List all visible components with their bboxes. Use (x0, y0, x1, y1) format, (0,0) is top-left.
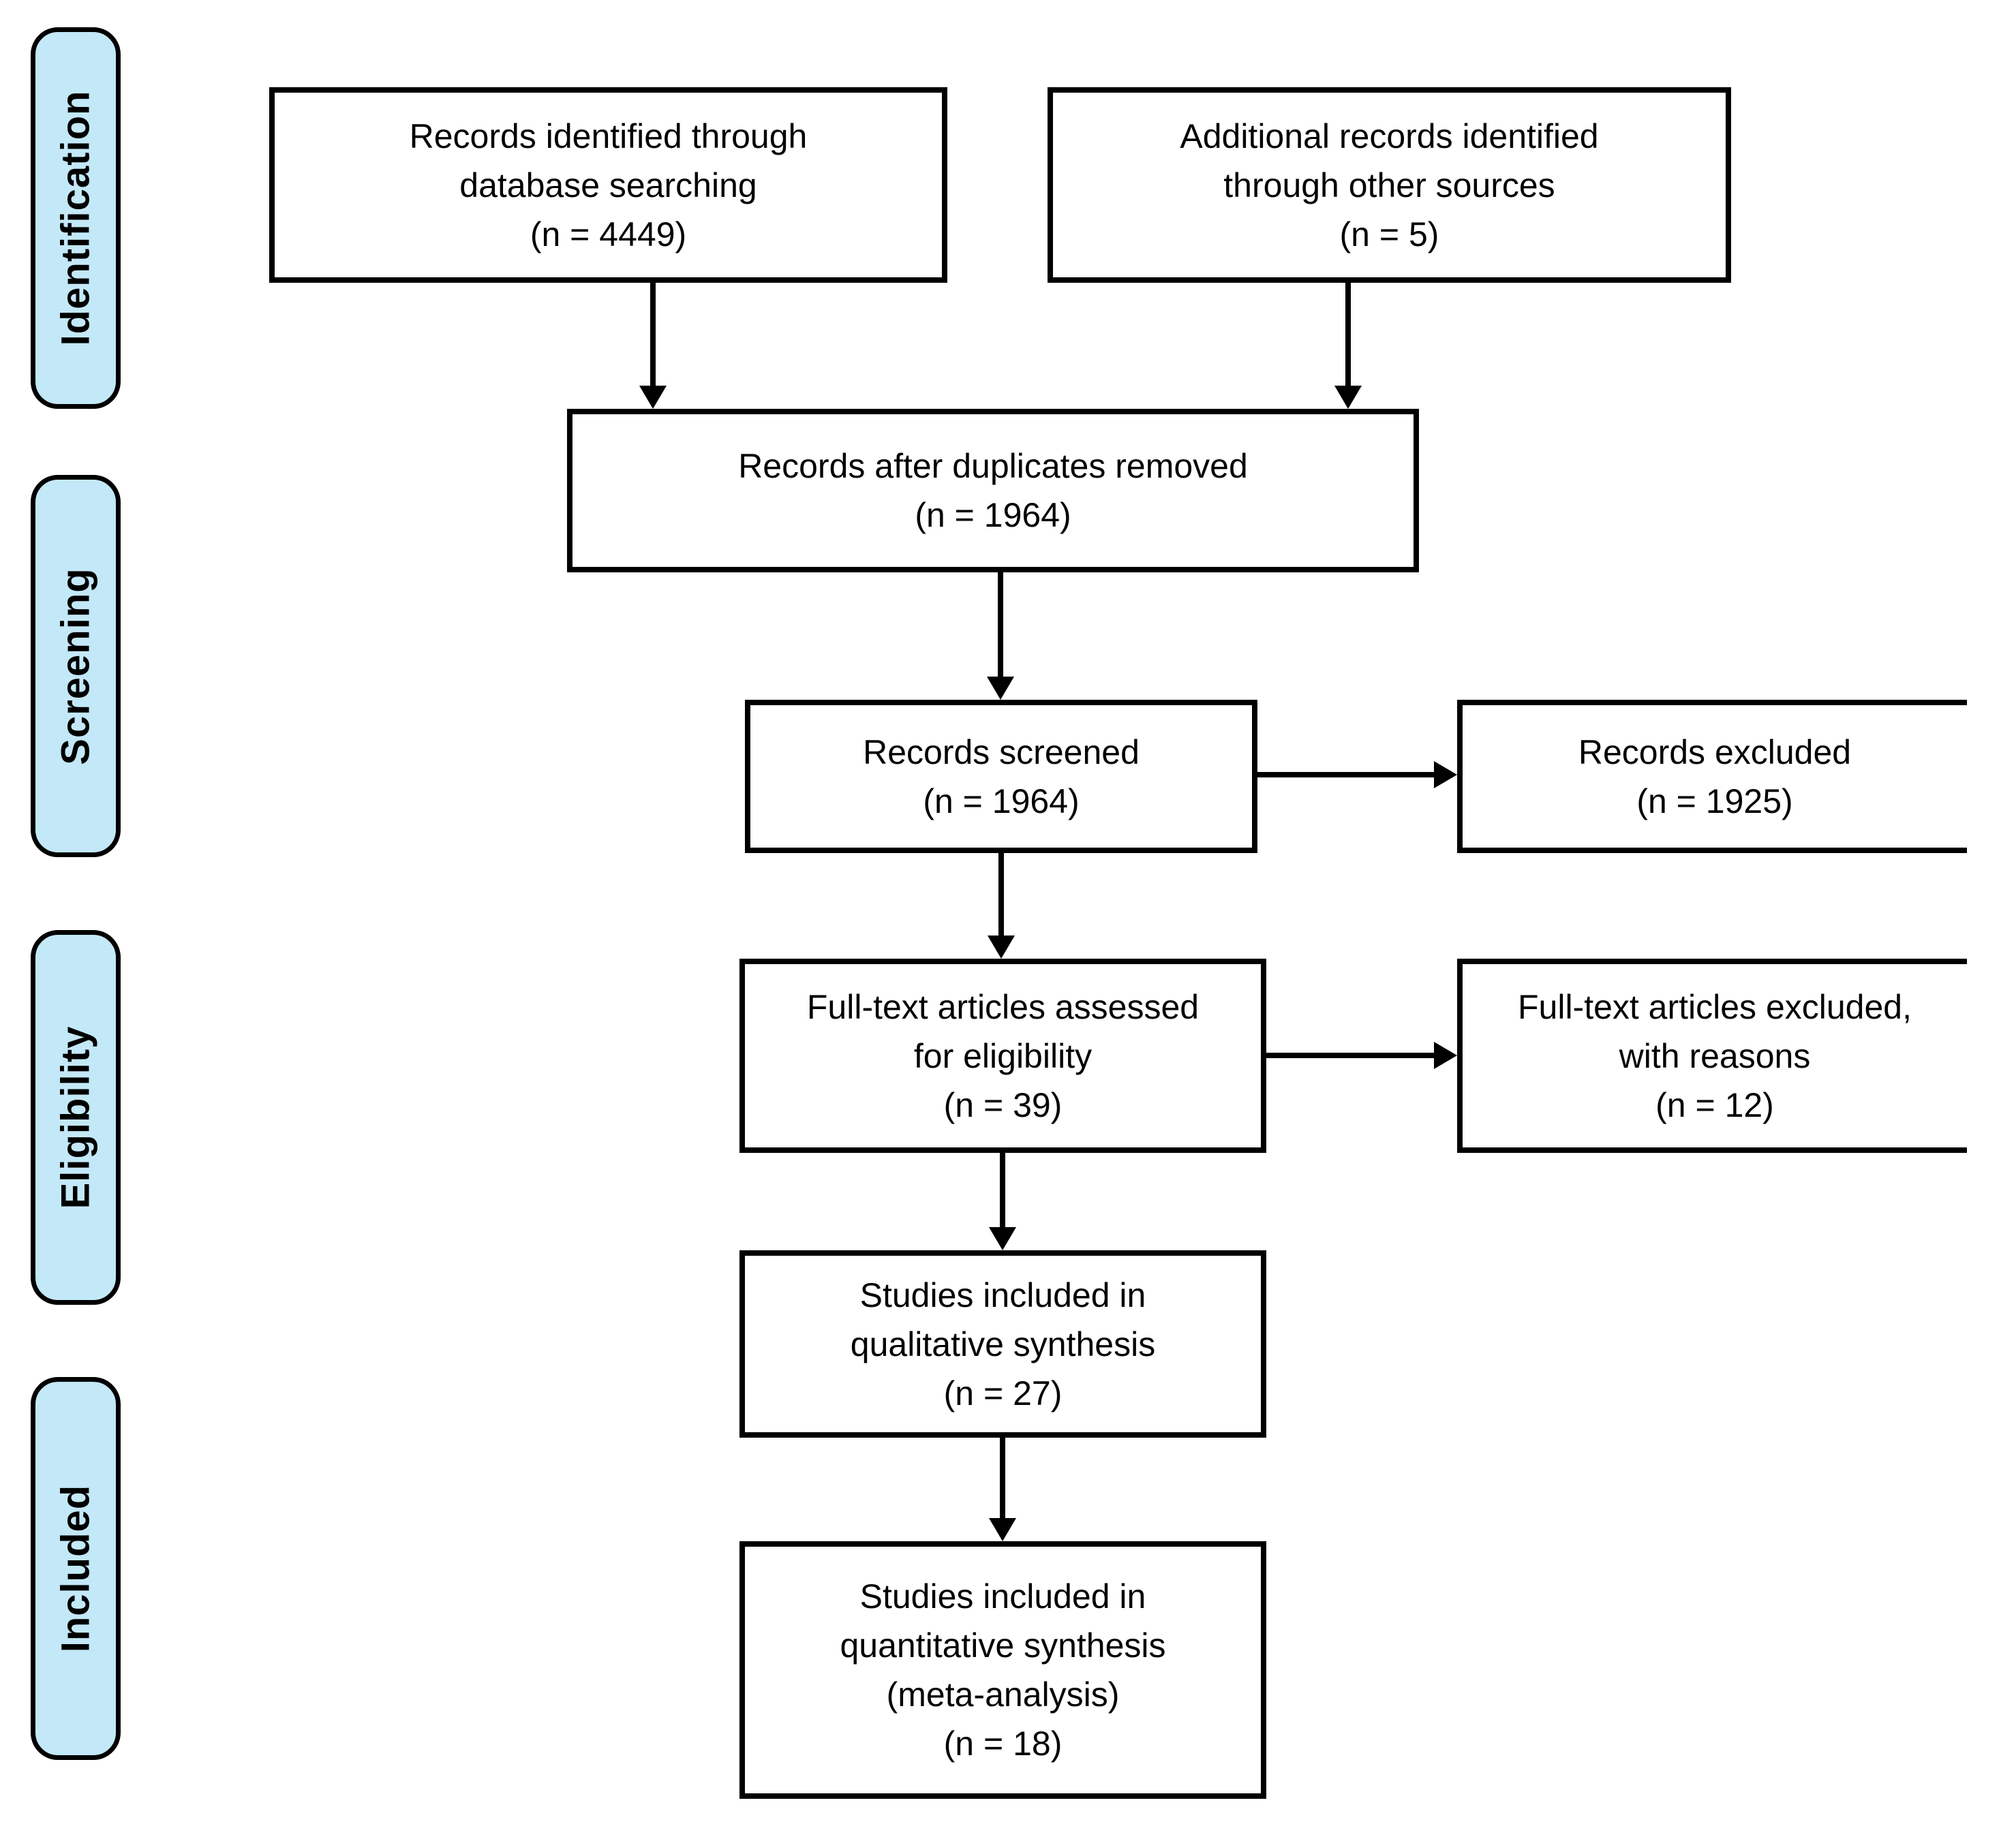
flow-box-records-identified: Records identified through database sear… (269, 87, 947, 283)
flow-box-fulltext-excluded: Full-text articles excluded, with reason… (1457, 959, 1967, 1153)
arrowhead-down-icon (1334, 386, 1362, 409)
flow-box-duplicates-removed: Records after duplicates removed (n = 19… (567, 409, 1419, 572)
arrowhead-down-icon (988, 936, 1015, 959)
flow-box-text: Studies included in quantitative synthes… (840, 1577, 1166, 1763)
flow-box-records-screened: Records screened (n = 1964) (745, 700, 1257, 853)
arrowhead-down-icon (987, 677, 1014, 700)
stage-label-text: Screening (53, 567, 98, 765)
flow-box-text: Records after duplicates removed (n = 19… (738, 447, 1248, 534)
flow-box-records-excluded: Records excluded (n = 1925) (1457, 700, 1967, 853)
stage-label-text: Eligibility (53, 1025, 98, 1209)
arrowhead-right-icon (1434, 761, 1457, 788)
arrow-line (650, 281, 656, 387)
arrowhead-right-icon (1434, 1042, 1457, 1069)
flow-box-text: Records identified through database sear… (409, 117, 808, 253)
flow-box-qualitative-synthesis: Studies included in qualitative synthesi… (739, 1250, 1266, 1438)
flow-box-fulltext-assessed: Full-text articles assessed for eligibil… (739, 959, 1266, 1153)
arrow-line (1265, 1053, 1435, 1058)
stage-label-text: Included (53, 1484, 98, 1653)
flow-box-quantitative-synthesis: Studies included in quantitative synthes… (739, 1541, 1266, 1799)
arrow-line (998, 571, 1003, 678)
arrowhead-down-icon (639, 386, 667, 409)
flow-box-text: Records excluded (n = 1925) (1578, 732, 1852, 820)
stage-label-text: Identification (53, 90, 98, 346)
flow-box-text: Studies included in qualitative synthesi… (850, 1276, 1156, 1412)
stage-label-identification: Identification (31, 27, 121, 409)
arrow-line (998, 852, 1004, 937)
flow-box-text: Full-text articles assessed for eligibil… (806, 987, 1200, 1124)
arrow-line (1256, 772, 1435, 777)
flow-box-text: Records screened (n = 1964) (863, 732, 1140, 820)
arrow-line (1000, 1151, 1005, 1228)
stage-label-screening: Screening (31, 475, 121, 857)
arrow-line (1000, 1436, 1005, 1519)
flow-box-additional-records: Additional records identified through ot… (1048, 87, 1731, 283)
stage-label-eligibility: Eligibility (31, 930, 121, 1305)
stage-label-included: Included (31, 1377, 121, 1760)
arrowhead-down-icon (989, 1518, 1016, 1541)
flow-box-text: Additional records identified through ot… (1180, 117, 1599, 253)
flow-box-text: Full-text articles excluded, with reason… (1517, 987, 1912, 1124)
arrow-line (1345, 281, 1351, 387)
arrowhead-down-icon (989, 1227, 1016, 1250)
